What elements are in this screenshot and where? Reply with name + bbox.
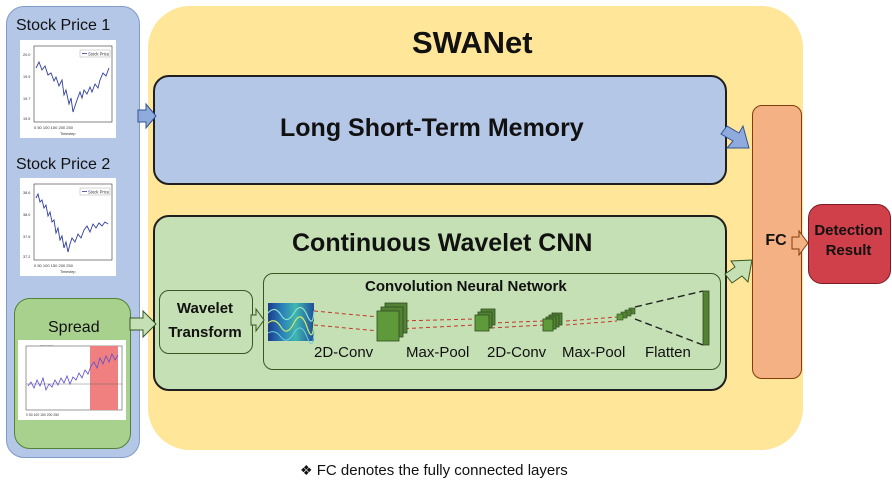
- conv-block-1: [376, 302, 408, 342]
- flatten-layer: [634, 290, 710, 346]
- scalogram-image: [267, 303, 315, 345]
- layer-label-max-pool-1: Max-Pool: [406, 344, 470, 361]
- pool-block-2: [616, 307, 636, 321]
- wavelet-transform-box: [159, 290, 253, 354]
- pool-block-1: [474, 308, 496, 332]
- layer-label-2d-conv-1: 2D-Conv: [314, 344, 374, 361]
- fc-label: FC: [765, 232, 787, 249]
- svg-text:0 50 100 150 200 250: 0 50 100 150 200 250: [34, 125, 74, 130]
- svg-text:38.6: 38.6: [23, 191, 30, 195]
- detection-result-box: [808, 204, 891, 284]
- layer-label-2d-conv-2: 2D-Conv: [487, 344, 547, 361]
- wavelet-label-line2: Transform: [168, 324, 242, 341]
- cnn-title: Convolution Neural Network: [365, 278, 567, 295]
- chart-1-legend: Stock Price: [88, 52, 110, 57]
- svg-text:19.5: 19.5: [23, 117, 30, 121]
- svg-text:0 50 100 150 200 250: 0 50 100 150 200 250: [34, 263, 74, 268]
- footnote-text: FC denotes the fully connected layers: [316, 462, 568, 479]
- conv-block-2: [542, 312, 563, 332]
- cwcnn-label: Continuous Wavelet CNN: [292, 229, 593, 257]
- lstm-label: Long Short-Term Memory: [280, 114, 584, 142]
- stock-price-2-chart: Stock Price 0 50 100 150 200 250 Timeste…: [20, 178, 116, 276]
- svg-text:19.9: 19.9: [23, 75, 30, 79]
- cnn-illustration: [267, 290, 710, 346]
- swanet-title: SWANet: [412, 25, 533, 60]
- stock-price-1-chart: Stock Price 0 50 100 150 200 250 Timeste…: [20, 40, 116, 138]
- svg-text:37.6: 37.6: [23, 235, 30, 239]
- spread-label: Spread: [48, 319, 100, 336]
- lstm-box: [153, 75, 727, 185]
- svg-text:20.0: 20.0: [23, 53, 30, 57]
- svg-text:Timestep: Timestep: [60, 270, 75, 274]
- svg-text:19.7: 19.7: [23, 97, 30, 101]
- wavelet-label-line1: Wavelet: [176, 300, 234, 317]
- svg-text:37.2: 37.2: [23, 255, 30, 259]
- spread-chart: —— —— 0 50 100 150 200 250: [18, 340, 126, 420]
- detection-label-line2: Result: [825, 242, 872, 259]
- svg-text:38.0: 38.0: [23, 213, 30, 217]
- svg-text:—— ——: —— ——: [40, 343, 53, 347]
- footnote: ❖ FC denotes the fully connected layers: [300, 462, 568, 479]
- svg-text:0 50 100 150 200: 0 50 100 150 200 250: [26, 413, 59, 417]
- layer-label-flatten: Flatten: [645, 344, 691, 361]
- svg-text:Timestep: Timestep: [60, 132, 75, 136]
- chart-2-legend: Stock Price: [88, 190, 110, 195]
- layer-label-max-pool-2: Max-Pool: [562, 344, 626, 361]
- diamond-bullet-icon: ❖: [300, 462, 313, 478]
- stock-price-1-label: Stock Price 1: [16, 17, 111, 34]
- detection-label-line1: Detection: [814, 222, 883, 239]
- stock-price-2-label: Stock Price 2: [16, 156, 111, 173]
